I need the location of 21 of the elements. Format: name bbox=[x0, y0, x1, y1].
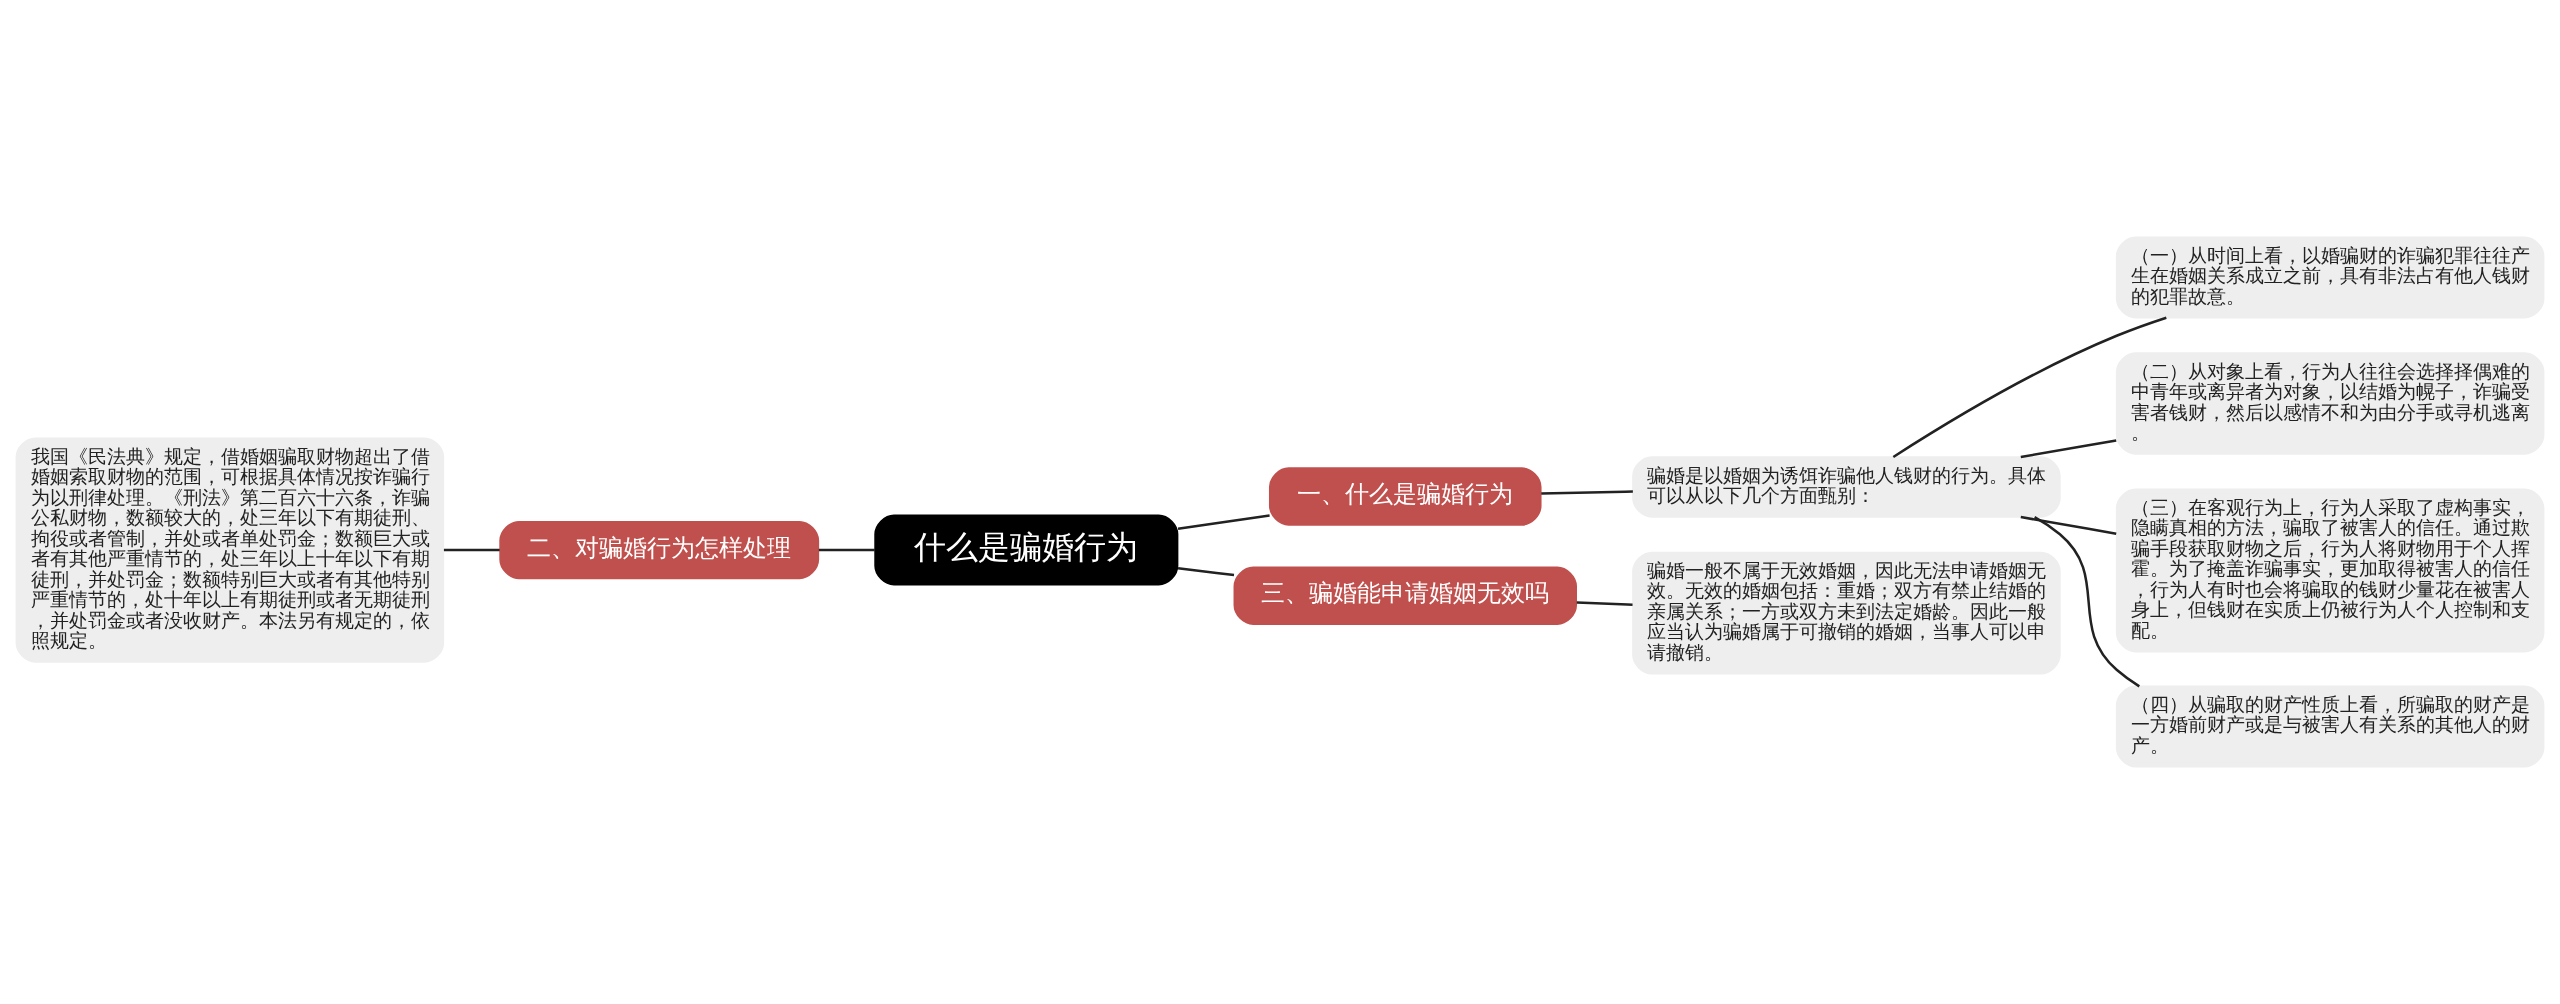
node-box: 三、骗婚能申请婚姻无效吗 bbox=[1233, 566, 1577, 625]
node-box: 一、什么是骗婚行为 bbox=[1268, 467, 1542, 526]
node-box: 骗婚一般不属于无效婚姻，因此无法申请婚姻无效。无效的婚姻包括：重婚；双方有禁止结婚的亲属关系；一方或双方未到法定婚龄。因此一般应当认为骗婚属于可撤销的婚姻，当事人可以申请撤销。 bbox=[1632, 551, 2061, 675]
connector bbox=[1541, 490, 1633, 495]
node-box: 什么是骗婚行为 bbox=[874, 514, 1179, 586]
connector bbox=[1892, 316, 2167, 458]
node-box: 我国《民法典》规定，借婚姻骗取财物超出了借婚姻索取财物的范围，可根据具体情况按诈骗行为以刑律处理。《刑法》第二百六十六条，诈骗公私财物，数额较大的，处三年以下有期徒刑、拘役或者管制，并处或者单处罚金；数额巨大或者有其他严重情节的，处三年以上十年以下有期徒刑，并处罚金；数额特别巨大或者有其他特别严重情节的，处十年以上有期徒刑或者无期徒刑，并处罚金或者没收财产。本法另有规定的，依照规定。 bbox=[15, 437, 445, 663]
connector bbox=[2034, 516, 2140, 688]
connector bbox=[818, 548, 875, 552]
node-box: （二）从对象上看，行为人往往会选择择偶难的中青年或离异者为对象，以结婚为幌子，诈骗受害者钱财，然后以感情不和为由分手或寻机逃离。 bbox=[2115, 352, 2545, 455]
connector bbox=[1576, 601, 1633, 606]
node-box: 二、对骗婚行为怎样处理 bbox=[499, 520, 820, 580]
node-box: （四）从骗取的财产性质上看，所骗取的财产是一方婚前财产或是与被害人有关系的其他人的财产。 bbox=[2115, 685, 2545, 768]
connector bbox=[2020, 439, 2117, 459]
connector bbox=[443, 548, 500, 552]
connector bbox=[1177, 567, 1235, 577]
node-box: （三）在客观行为上，行为人采取了虚构事实，隐瞒真相的方法，骗取了被害人的信任。通过欺骗手段获取财物之后，行为人将财物用于个人挥霍。为了掩盖诈骗事实，更加取得被害人的信任，行为人有时也会将骗取的钱财少量花在被害人身上，但钱财在实质上仍被行为人个人控制和支配。 bbox=[2115, 488, 2545, 653]
connector bbox=[2020, 515, 2117, 535]
node-box: （一）从时间上看，以婚骗财的诈骗犯罪往往产生在婚姻关系成立之前，具有非法占有他人钱财的犯罪故意。 bbox=[2115, 236, 2545, 319]
node-box: 骗婚是以婚姻为诱饵诈骗他人钱财的行为。具体可以从以下几个方面甄别： bbox=[1632, 456, 2061, 518]
connector bbox=[1177, 514, 1270, 530]
